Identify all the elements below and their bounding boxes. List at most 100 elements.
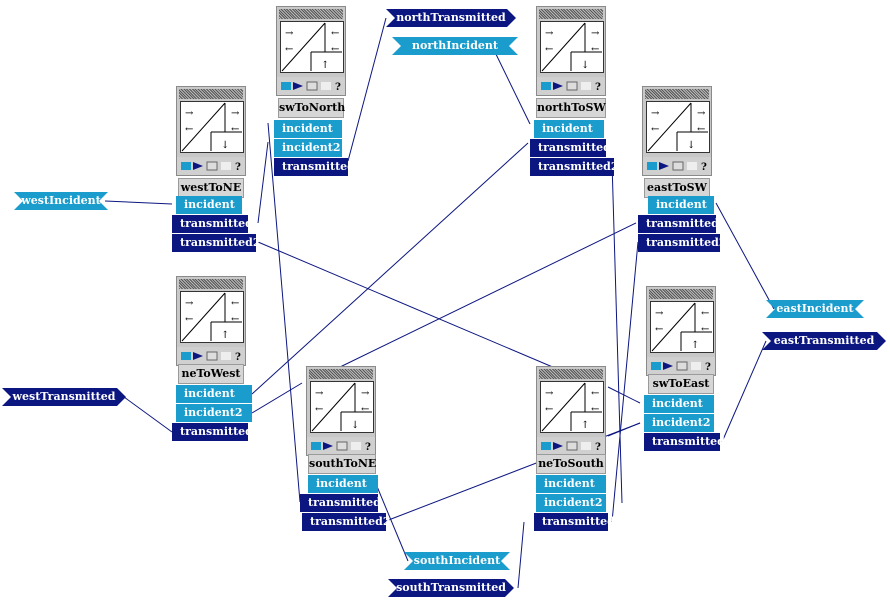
svg-text:←: ←: [331, 28, 339, 39]
port-incident[interactable]: incident: [176, 196, 242, 214]
node-name: northToSW: [536, 98, 606, 118]
svg-text:?: ?: [701, 162, 707, 173]
svg-text:→: →: [361, 388, 370, 399]
port-transmitted2[interactable]: transmitted2: [172, 234, 261, 252]
port-transmitted[interactable]: transmitted: [172, 215, 253, 233]
splitter-icon[interactable]: →←→←↓ ?: [306, 366, 376, 456]
beam-splitter-symbol-icon: →←←←↑: [650, 301, 714, 353]
port-incident2[interactable]: incident2: [176, 404, 252, 422]
splitter-icon[interactable]: →←→←↓ ?: [642, 86, 712, 176]
node-name: swToNorth: [278, 98, 345, 118]
splitter-icon[interactable]: →←←←↑ ?: [176, 276, 246, 366]
splitter-icon[interactable]: →←←←↑ ?: [276, 6, 346, 96]
splitter-icon[interactable]: →←→←↓ ?: [176, 86, 246, 176]
port-incident[interactable]: incident: [536, 475, 606, 493]
splitter-icon[interactable]: →←→←↓ ?: [536, 6, 606, 96]
svg-text:→: →: [285, 28, 294, 39]
svg-text:↓: ↓: [351, 420, 359, 431]
svg-text:?: ?: [235, 352, 241, 363]
svg-text:←: ←: [655, 324, 663, 335]
svg-text:→: →: [591, 28, 600, 39]
svg-text:?: ?: [335, 82, 341, 93]
svg-text:←: ←: [545, 44, 553, 55]
svg-text:←: ←: [185, 124, 193, 135]
port-incident[interactable]: incident: [274, 120, 342, 138]
svg-text:←: ←: [697, 124, 705, 135]
port-incident[interactable]: incident: [648, 196, 714, 214]
wire: [611, 161, 623, 504]
node-name: westToNE: [178, 178, 244, 198]
wire: [491, 45, 531, 125]
node-eastToSW[interactable]: →←→←↓ ? eastToSW incident transmitted tr…: [636, 86, 727, 252]
wire: [715, 202, 775, 310]
wire: [257, 241, 556, 369]
svg-text:→: →: [315, 388, 324, 399]
io-northTransmitted[interactable]: northTransmitted: [386, 9, 516, 27]
io-eastIncident[interactable]: eastIncident: [766, 300, 864, 318]
port-incident[interactable]: incident: [534, 120, 604, 138]
node-westToNE[interactable]: →←→←↓ ? westToNE incident transmitted tr…: [172, 86, 261, 252]
port-transmitted2[interactable]: transmitted2: [302, 513, 391, 531]
io-northIncident[interactable]: northIncident: [392, 37, 518, 55]
splitter-icon[interactable]: →←←←↑ ?: [646, 286, 716, 376]
wire: [347, 17, 387, 162]
beam-splitter-symbol-icon: →←→←↓: [540, 21, 604, 73]
wire: [257, 141, 269, 224]
svg-text:←: ←: [285, 44, 293, 55]
svg-text:↓: ↓: [581, 60, 589, 71]
svg-text:←: ←: [231, 298, 239, 309]
svg-text:↓: ↓: [221, 140, 229, 151]
svg-text:→: →: [545, 28, 554, 39]
io-westTransmitted[interactable]: westTransmitted: [2, 388, 126, 406]
node-swToEast[interactable]: →←←←↑ ? swToEast incident incident2 tran…: [640, 286, 725, 452]
port-incident[interactable]: incident: [176, 385, 252, 403]
splitter-icon[interactable]: →←←←↑ ?: [536, 366, 606, 456]
svg-text:←: ←: [315, 404, 323, 415]
port-incident[interactable]: incident: [308, 475, 378, 493]
svg-text:?: ?: [595, 442, 601, 453]
port-incident[interactable]: incident: [644, 395, 714, 413]
svg-text:↑: ↑: [221, 330, 229, 341]
svg-text:←: ←: [591, 404, 599, 415]
node-neToWest[interactable]: →←←←↑ ? neToWest incident incident2 tran…: [170, 276, 256, 442]
node-northToSW[interactable]: →←→←↓ ? northToSW incident transmitted t…: [530, 6, 619, 176]
node-name: eastToSW: [644, 178, 710, 198]
port-incident2[interactable]: incident2: [536, 494, 606, 512]
beam-splitter-symbol-icon: →←←←↑: [540, 381, 604, 433]
io-southIncident[interactable]: southIncident: [404, 552, 510, 570]
node-name: swToEast: [648, 374, 714, 394]
port-transmitted2[interactable]: transmitted2: [638, 234, 727, 252]
port-incident2[interactable]: incident2: [644, 414, 714, 432]
svg-text:←: ←: [591, 388, 599, 399]
node-name: neToSouth: [536, 454, 606, 474]
port-transmitted[interactable]: transmitted: [530, 139, 611, 157]
wire: [337, 222, 637, 369]
wire: [267, 122, 301, 503]
port-transmitted[interactable]: transmitted: [644, 433, 725, 451]
svg-text:←: ←: [701, 308, 709, 319]
svg-text:→: →: [651, 108, 660, 119]
svg-text:→: →: [231, 108, 240, 119]
svg-text:↓: ↓: [687, 140, 695, 151]
node-swToNorth[interactable]: →←←←↑ ? swToNorth incident incident2 tra…: [268, 6, 355, 176]
port-transmitted2[interactable]: transmitted2: [530, 158, 619, 176]
port-transmitted[interactable]: transmitted: [274, 158, 355, 176]
svg-text:←: ←: [331, 44, 339, 55]
io-eastTransmitted[interactable]: eastTransmitted: [762, 332, 886, 350]
port-incident2[interactable]: incident2: [274, 139, 342, 157]
port-transmitted[interactable]: transmitted: [534, 513, 615, 531]
io-westIncident[interactable]: westIncident: [14, 192, 108, 210]
svg-text:?: ?: [365, 442, 371, 453]
node-neToSouth[interactable]: →←←←↑ ? neToSouth incident incident2 tra…: [530, 366, 615, 532]
node-southToNE[interactable]: →←→←↓ ? southToNE incident transmitted t…: [300, 366, 391, 532]
wire: [123, 396, 173, 433]
port-transmitted[interactable]: transmitted: [172, 423, 253, 441]
port-transmitted[interactable]: transmitted: [638, 215, 719, 233]
svg-text:?: ?: [705, 362, 711, 373]
beam-splitter-symbol-icon: →←→←↓: [180, 101, 244, 153]
node-name: neToWest: [178, 364, 244, 384]
io-southTransmitted[interactable]: southTransmitted: [388, 579, 514, 597]
port-transmitted[interactable]: transmitted: [300, 494, 381, 512]
beam-splitter-symbol-icon: →←→←↓: [646, 101, 710, 153]
